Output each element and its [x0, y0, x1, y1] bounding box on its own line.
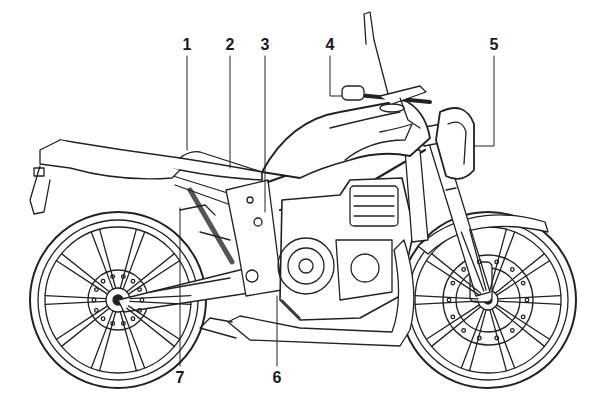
fuel-cap [380, 104, 404, 112]
disc-hole [111, 322, 115, 326]
disc-hole [131, 279, 135, 283]
disc-hole [478, 260, 482, 264]
disc-hole [451, 315, 455, 319]
leader-line [187, 56, 188, 150]
tail-light [34, 168, 44, 176]
disc-hole [92, 298, 96, 302]
spokes-and-holes [45, 229, 561, 370]
spoke [56, 261, 107, 294]
spoke [415, 296, 478, 299]
spoke [432, 307, 481, 347]
rear-shock [190, 190, 232, 262]
spoke [492, 232, 514, 291]
exhaust [228, 240, 414, 346]
spoke [100, 229, 116, 288]
spoke [495, 254, 544, 294]
leader-lines [180, 56, 494, 366]
disc-hole [495, 260, 499, 264]
leader-line [277, 296, 278, 366]
disc-hole [138, 309, 142, 313]
leader-line [330, 56, 342, 96]
disc-hole [95, 288, 99, 292]
spoke [495, 307, 544, 347]
spoke [56, 306, 107, 339]
footrest [180, 205, 230, 240]
disc-hole [478, 336, 482, 340]
disc-hole [511, 329, 515, 333]
disc-hole [131, 317, 135, 321]
disc-hole [101, 279, 105, 283]
spoke [426, 305, 479, 339]
handlebar [342, 86, 430, 128]
frame-plate [226, 180, 282, 296]
mirror [364, 12, 388, 94]
spoke [128, 261, 179, 294]
callout-number: 7 [176, 370, 185, 386]
headlight [436, 108, 474, 179]
disc-hole [525, 298, 529, 302]
disc-hole [511, 268, 515, 272]
disc-hole [451, 281, 455, 285]
leader-line [265, 56, 266, 212]
spoke [497, 261, 550, 295]
spoke [45, 296, 106, 299]
spoke [461, 309, 483, 368]
leader-line [474, 56, 494, 146]
spoke [128, 306, 179, 339]
spoke [127, 254, 175, 292]
disc-hole [140, 298, 144, 302]
callout-number: 2 [226, 37, 235, 53]
disc-hole [101, 317, 105, 321]
swingarm [118, 268, 256, 312]
disc-hole [521, 281, 525, 285]
spoke [130, 296, 191, 299]
callout-number: 5 [490, 37, 499, 53]
spoke [426, 261, 479, 295]
callout-number: 4 [326, 37, 335, 53]
disc-hole [521, 315, 525, 319]
disc-hole [462, 329, 466, 333]
spoke [62, 308, 110, 346]
disc-hole [138, 288, 142, 292]
disc-hole [122, 322, 126, 326]
leader-line [230, 56, 231, 168]
disc-hole [95, 309, 99, 313]
engine [278, 178, 414, 320]
spoke [498, 301, 561, 304]
disc-hole [111, 275, 115, 279]
spoke [415, 301, 478, 304]
spoke [497, 305, 550, 339]
tail-cowl [40, 140, 180, 179]
spoke [432, 254, 481, 294]
spoke [490, 310, 506, 371]
muffler [200, 318, 236, 338]
license-plate-bracket [30, 166, 50, 214]
spoke [45, 301, 106, 304]
callout-number: 3 [261, 37, 270, 53]
front-fender [418, 215, 548, 254]
callout-number: 1 [183, 37, 192, 53]
disc-hole [495, 336, 499, 340]
disc-hole [122, 275, 126, 279]
disc-hole [447, 298, 451, 302]
spoke [130, 301, 191, 304]
callout-number: 6 [273, 370, 282, 386]
leader-line [180, 208, 181, 366]
radiator [405, 150, 428, 242]
disc-hole [462, 268, 466, 272]
spoke [120, 312, 136, 371]
spoke [470, 229, 486, 290]
front-brake-disc [443, 255, 533, 345]
spoke [498, 296, 561, 299]
